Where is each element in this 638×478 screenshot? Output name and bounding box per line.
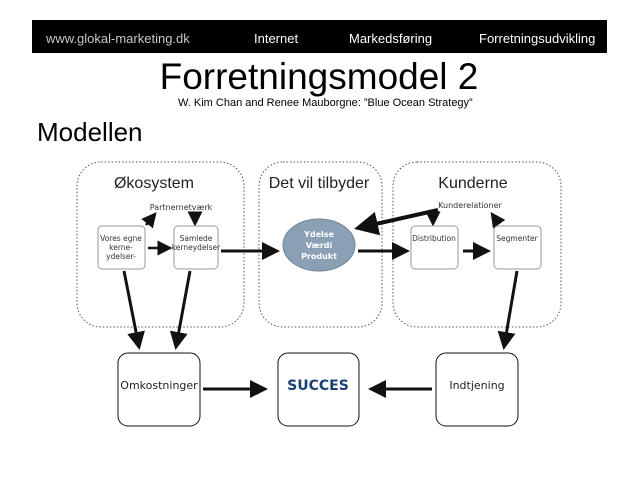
combined-core-box (173, 225, 219, 270)
value-label-1: Ydelse (303, 230, 334, 239)
page-title: Forretningsmodel 2 (159, 56, 479, 97)
distribution-label: Distribution (412, 234, 456, 243)
segments-label: Segmenter (496, 234, 538, 243)
customers-to-value-arrow (354, 208, 439, 236)
costs-label: Omkostninger (120, 379, 198, 392)
combined-core-label-1: Samlede (180, 234, 213, 243)
customers-title: Kunderne (438, 175, 507, 192)
nav-forretningsudvikling[interactable]: Forretningsudvikling (479, 31, 596, 46)
costs-box (117, 352, 201, 427)
nav-markedsforing[interactable]: Markedsføring (349, 31, 433, 46)
partner-up-arrow (141, 212, 157, 229)
page-subtitle: W. Kim Chan and Renee Mauborgne: ”Blue O… (178, 97, 473, 109)
own-core-box (97, 225, 146, 270)
value-ellipse (282, 218, 356, 272)
top-navigation-bar: www.glokal-marketing.dk Internet Markeds… (32, 20, 607, 53)
revenue-label: Indtjening (449, 379, 504, 392)
success-box (277, 352, 360, 427)
site-link[interactable]: www.glokal-marketing.dk (46, 31, 190, 46)
offer-title: Det vil tilbyder (269, 175, 370, 192)
combined-core-label-2: kerneydelser (172, 243, 221, 252)
value-label-3: Produkt (301, 252, 337, 261)
own-core-label-3: ydelser- (106, 252, 136, 261)
section-heading: Modellen (37, 117, 143, 147)
own-core-label-1: Vores egne (100, 234, 142, 243)
offer-group (258, 161, 383, 328)
customers-group (392, 161, 562, 328)
distribution-box (410, 225, 459, 270)
combined-core-to-costs-arrow (169, 270, 192, 350)
own-core-label-2: kerne- (109, 243, 133, 252)
revenue-box (435, 352, 519, 427)
partner-network-label: Partnernetværk (150, 203, 213, 212)
relations-up-arrow (490, 211, 506, 229)
ecosystem-title: Økosystem (114, 175, 194, 192)
customer-relations-label: Kunderelationer (438, 201, 502, 210)
value-label-2: Værdi (306, 241, 333, 250)
segments-to-revenue-arrow (497, 270, 519, 350)
nav-internet[interactable]: Internet (254, 31, 299, 46)
segments-box (493, 225, 542, 270)
ecosystem-group (76, 161, 245, 328)
success-label: SUCCES (287, 378, 349, 394)
own-core-to-costs-arrow (122, 270, 145, 350)
